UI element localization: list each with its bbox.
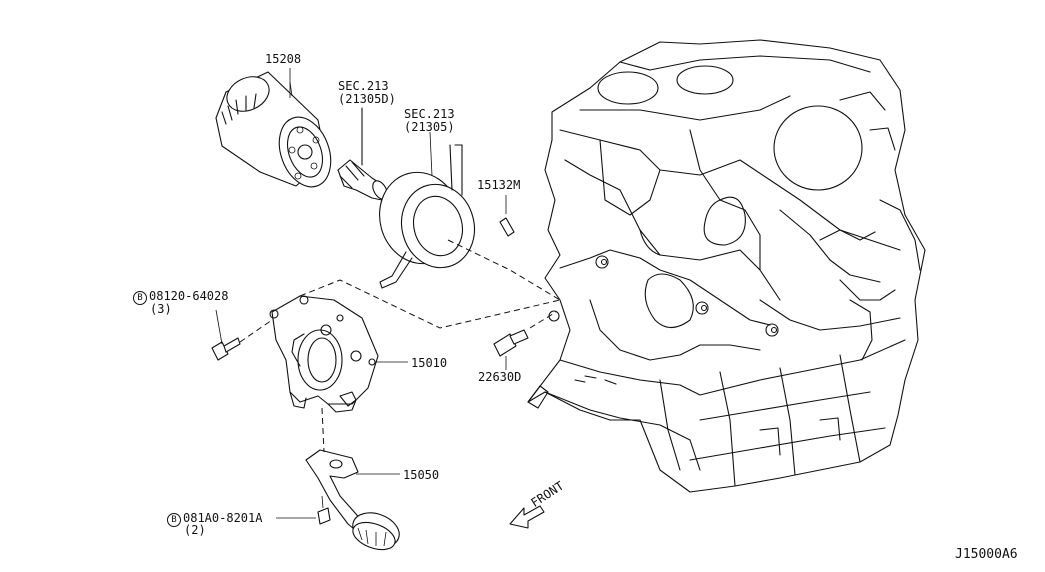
label-connector-sec-line2: (21305) bbox=[404, 120, 455, 134]
bolt-b-badge: B bbox=[133, 291, 147, 305]
label-strainer: 15050 bbox=[403, 468, 440, 482]
pressure-switch-drawing bbox=[493, 310, 560, 370]
strainer-bolt-drawing bbox=[276, 495, 331, 525]
label-pump-bolt-number: 08120-64028 bbox=[149, 289, 229, 303]
front-arrow bbox=[509, 505, 545, 529]
label-oil-filter: 15208 bbox=[265, 52, 302, 66]
label-pressure-switch: 22630D bbox=[478, 370, 522, 384]
label-oil-pump: 15010 bbox=[411, 356, 448, 370]
diagram-code: J15000A6 bbox=[955, 547, 1018, 562]
oil-strainer-drawing bbox=[305, 449, 400, 551]
pump-bolt-drawing bbox=[211, 309, 241, 361]
oil-connector-drawing bbox=[337, 107, 388, 201]
label-strainer-bolt-number: 081A0-8201A bbox=[183, 511, 263, 525]
label-pump-bolt-qty: (3) bbox=[150, 302, 172, 316]
label-dowel-pin: 15132M bbox=[477, 178, 521, 192]
label-connector-sec-d-line1: SEC.213 bbox=[338, 79, 389, 93]
oil-cooler-drawing bbox=[379, 131, 475, 289]
engine-block bbox=[527, 39, 926, 493]
label-connector-sec-d-line2: (21305D) bbox=[338, 92, 396, 106]
bolt-b-badge: B bbox=[167, 513, 181, 527]
assembly-lines bbox=[239, 239, 561, 453]
label-strainer-bolt-qty: (2) bbox=[184, 523, 206, 537]
dowel-pin-drawing bbox=[499, 195, 515, 237]
oil-filter-drawing bbox=[215, 71, 332, 188]
oil-pump-drawing bbox=[269, 295, 408, 413]
label-connector-sec-line1: SEC.213 bbox=[404, 107, 455, 121]
